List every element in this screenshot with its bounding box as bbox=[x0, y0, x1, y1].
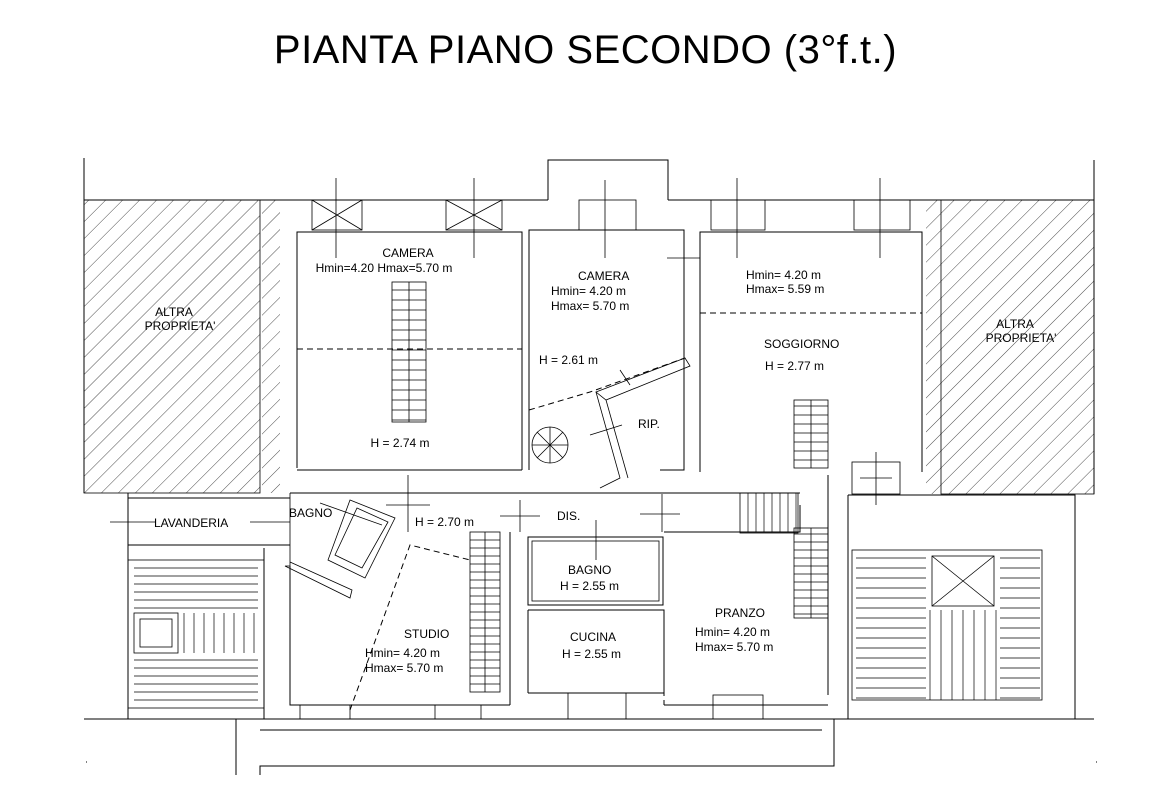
soggiorno-hmin: Hmin= 4.20 m bbox=[746, 268, 821, 282]
altra-left-label-1: ALTRA bbox=[155, 305, 193, 319]
camera2-label: CAMERA bbox=[578, 269, 629, 283]
pranzo-room bbox=[664, 475, 829, 720]
cucina-room bbox=[527, 609, 665, 720]
camera1-label: CAMERA bbox=[382, 246, 433, 260]
soggiorno-hmax: Hmax= 5.59 m bbox=[746, 282, 824, 296]
hatched-areas bbox=[83, 199, 1095, 495]
bagno1-label: BAGNO bbox=[289, 506, 332, 520]
camera2-hmax: Hmax= 5.70 m bbox=[551, 299, 629, 313]
bagno-2-room bbox=[527, 536, 664, 606]
altra-right-label-2: PROPRIETA' bbox=[986, 331, 1057, 345]
camera-2-room bbox=[528, 180, 700, 489]
dis-label: DIS. bbox=[557, 509, 580, 523]
studio-hmax: Hmax= 5.70 m bbox=[365, 661, 443, 675]
rip-label: RIP. bbox=[638, 417, 660, 431]
camera2-hmin: Hmin= 4.20 m bbox=[551, 284, 626, 298]
studio-hmin: Hmin= 4.20 m bbox=[365, 646, 440, 660]
windows-top bbox=[311, 199, 911, 231]
room-labels: ALTRA PROPRIETA' ALTRA PROPRIETA' CAMERA… bbox=[145, 246, 1057, 675]
corridor-h: H = 2.70 m bbox=[415, 515, 474, 529]
cucina-h: H = 2.55 m bbox=[562, 647, 621, 661]
soggiorno-h: H = 2.77 m bbox=[765, 359, 824, 373]
pranzo-label: PRANZO bbox=[715, 606, 765, 620]
camera-1-room bbox=[296, 178, 523, 471]
lavanderia-label: LAVANDERIA bbox=[154, 516, 228, 530]
right-stair-block bbox=[847, 494, 1076, 719]
left-stair-block bbox=[127, 548, 265, 719]
camera1-h: H = 2.74 m bbox=[370, 436, 429, 450]
camera1-heights: Hmin=4.20 Hmax=5.70 m bbox=[316, 261, 453, 275]
plan-title: PIANTA PIANO SECONDO (3°f.t.) bbox=[273, 28, 898, 72]
bagno2-label: BAGNO bbox=[568, 563, 611, 577]
soggiorno-room bbox=[699, 178, 923, 505]
bagno2-h: H = 2.55 m bbox=[560, 579, 619, 593]
studio-label: STUDIO bbox=[404, 627, 449, 641]
pranzo-hmin: Hmin= 4.20 m bbox=[695, 625, 770, 639]
studio-room bbox=[284, 493, 511, 720]
cucina-label: CUCINA bbox=[570, 630, 616, 644]
pranzo-hmax: Hmax= 5.70 m bbox=[695, 640, 773, 654]
altra-left-label-2: PROPRIETA' bbox=[145, 319, 216, 333]
altra-right-label-1: ALTRA bbox=[996, 317, 1034, 331]
camera2-h: H = 2.61 m bbox=[539, 353, 598, 367]
soggiorno-label: SOGGIORNO bbox=[764, 337, 839, 351]
